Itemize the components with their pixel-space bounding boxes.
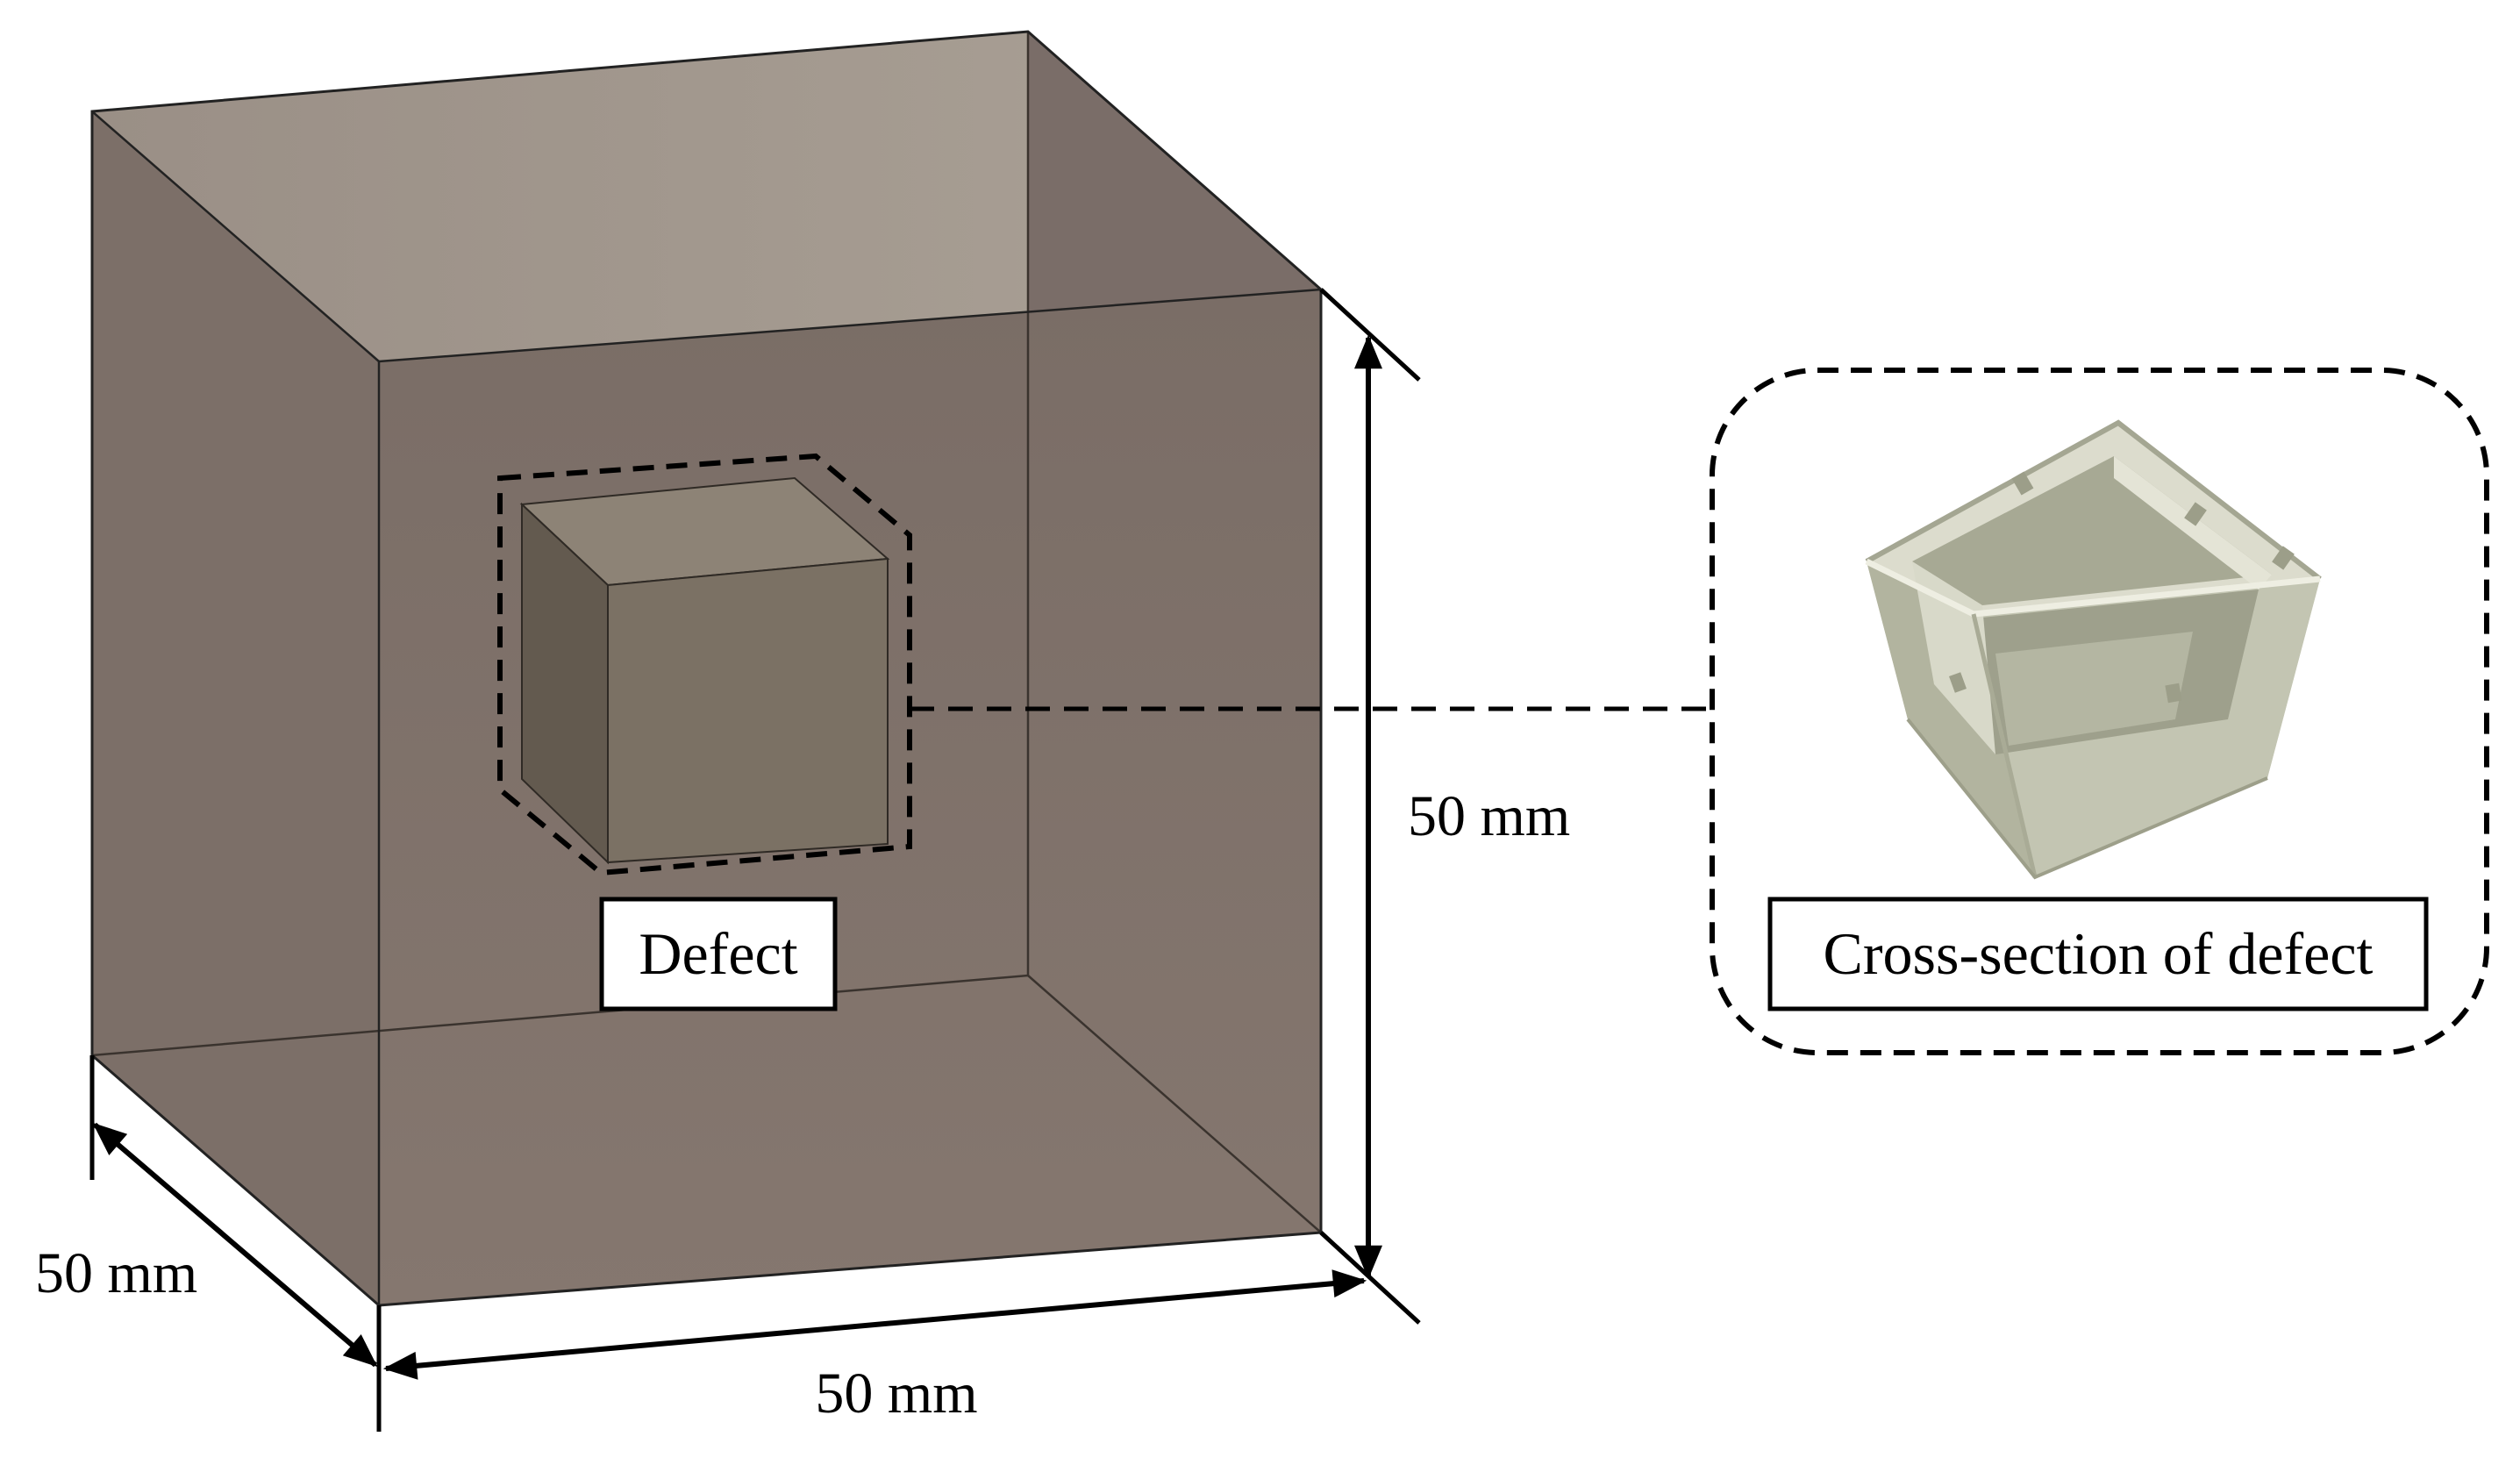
defect-cube-front: [607, 557, 889, 864]
defect-dashed-outline: [497, 453, 912, 876]
cross-section-label: Cross-section of defect: [1824, 920, 2374, 987]
depth-dimension-label: 50 mm: [35, 1241, 197, 1305]
outer-cube-left-face: [92, 111, 379, 1305]
defect-cube: [519, 476, 890, 865]
height-dimension: 50 mm: [1319, 288, 1570, 1325]
width-dimension: 50 mm: [376, 1269, 1367, 1432]
width-dimension-label: 50 mm: [815, 1361, 977, 1426]
outer-cube-top-face: [92, 32, 1321, 361]
height-dimension-label: 50 mm: [1408, 784, 1570, 848]
cross-section-photo: [1865, 419, 2322, 880]
cross-section-callout: Cross-section of defect: [1710, 368, 2489, 1055]
defect-label-box: Defect: [599, 897, 838, 1011]
cross-section-dashed-frame: [1710, 368, 2489, 1055]
defect-label: Defect: [639, 920, 797, 987]
depth-dimension: 50 mm: [35, 1055, 378, 1368]
